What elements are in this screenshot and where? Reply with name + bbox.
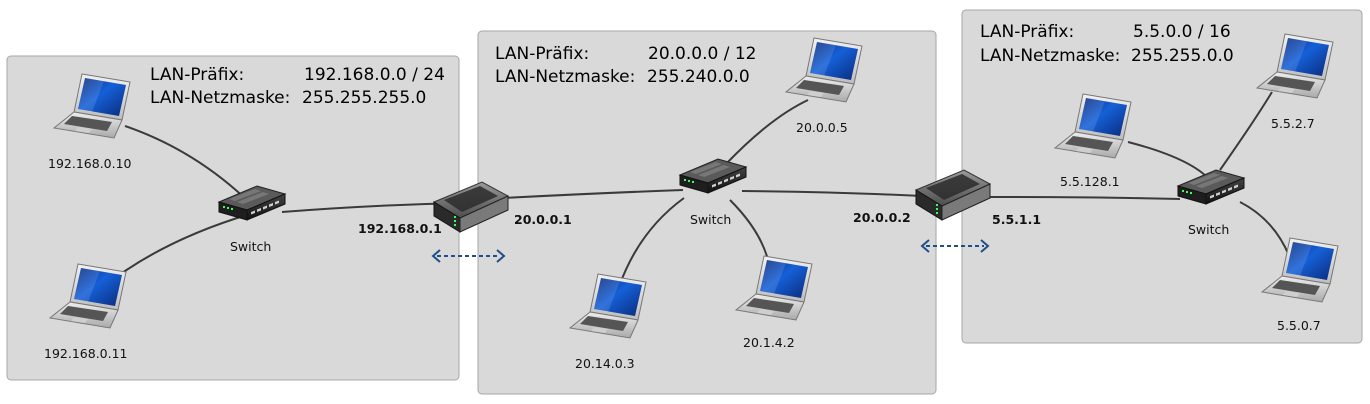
lan-prefix-value: 5.5.0.0 / 16 bbox=[1133, 22, 1231, 42]
lan-mask-value: 255.255.255.0 bbox=[302, 88, 426, 108]
lan-mask-label: LAN-Netzmaske: bbox=[495, 67, 635, 87]
lan-prefix-label: LAN-Präfix: bbox=[980, 22, 1074, 42]
lan-prefix-value: 20.0.0.0 / 12 bbox=[648, 44, 756, 64]
router-interface-address: 20.0.0.1 bbox=[514, 212, 572, 227]
host-address: 20.1.4.2 bbox=[743, 335, 795, 350]
lan-mask-label: LAN-Netzmaske: bbox=[980, 46, 1120, 66]
lan-header-left: LAN-Präfix: 192.168.0.0 / 24 LAN-Netzmas… bbox=[150, 65, 445, 108]
lan-mask-value: 255.255.0.0 bbox=[1131, 46, 1234, 66]
host-address: 5.5.2.7 bbox=[1271, 116, 1315, 131]
router-interface-address: 192.168.0.1 bbox=[358, 221, 442, 236]
switch-label: Switch bbox=[690, 212, 731, 227]
switch-label: Switch bbox=[1188, 222, 1229, 237]
double-arrow-icon bbox=[920, 239, 990, 253]
host-address: 5.5.128.1 bbox=[1060, 174, 1120, 189]
host-address: 20.0.0.5 bbox=[796, 120, 848, 135]
connection-lines bbox=[114, 91, 1291, 285]
router-interface-address: 5.5.1.1 bbox=[992, 212, 1041, 227]
router-interface-address: 20.0.0.2 bbox=[853, 210, 911, 225]
host-address: 192.168.0.10 bbox=[48, 156, 132, 171]
host-address: 5.5.0.7 bbox=[1277, 318, 1321, 333]
lan-header-middle: LAN-Präfix: 20.0.0.0 / 12 LAN-Netzmaske:… bbox=[495, 44, 756, 87]
lan-prefix-label: LAN-Präfix: bbox=[495, 44, 589, 64]
lan-mask-label: LAN-Netzmaske: bbox=[150, 88, 290, 108]
host-address: 192.168.0.11 bbox=[44, 346, 128, 361]
switch-label: Switch bbox=[230, 239, 271, 254]
lan-mask-value: 255.240.0.0 bbox=[647, 67, 750, 87]
lan-header-right: LAN-Präfix: 5.5.0.0 / 16 LAN-Netzmaske: … bbox=[980, 22, 1234, 66]
lan-prefix-label: LAN-Präfix: bbox=[150, 65, 244, 85]
double-arrow-icon bbox=[431, 249, 506, 263]
host-address: 20.14.0.3 bbox=[575, 356, 635, 371]
lan-prefix-value: 192.168.0.0 / 24 bbox=[304, 65, 445, 85]
